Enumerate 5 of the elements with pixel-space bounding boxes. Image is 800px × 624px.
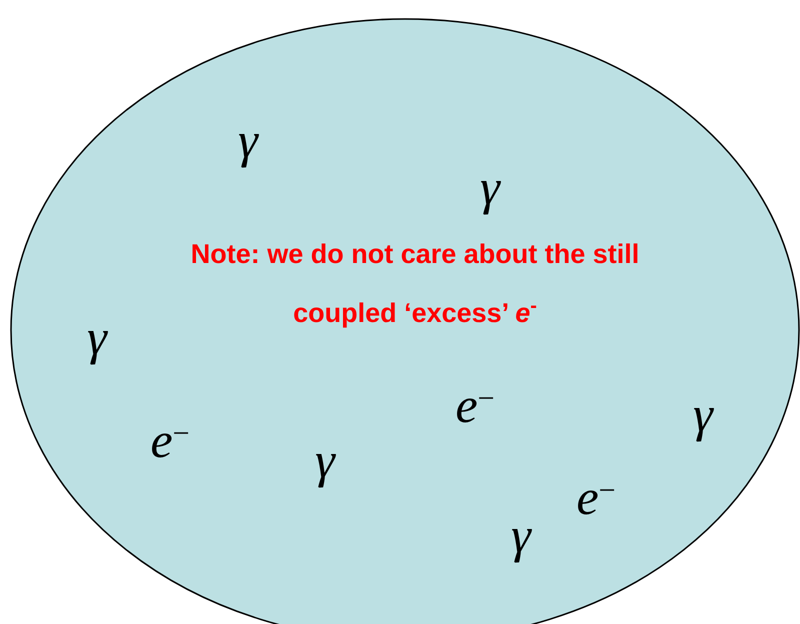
particle-symbol: e$^{−}$ bbox=[150, 415, 190, 465]
note-text: Note: we do not care about the still coupled ‘excess’ e$^{-}$ bbox=[190, 238, 640, 330]
particle-symbol: e$^{−}$ bbox=[576, 472, 616, 522]
particle-symbol: e$^{−}$ bbox=[455, 380, 495, 430]
ellipse-region bbox=[10, 18, 800, 624]
